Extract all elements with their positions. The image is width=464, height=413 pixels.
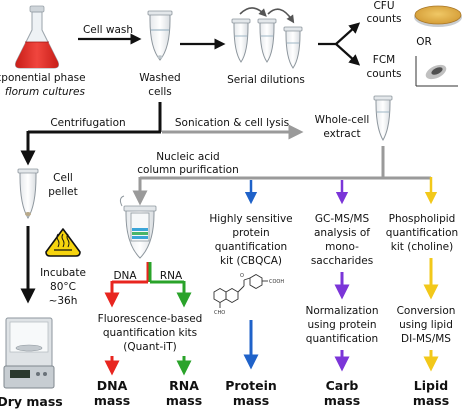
- washed-cells-tube-icon: [147, 10, 173, 61]
- protein-mass-output-line2: mass: [233, 393, 269, 408]
- protein-kit-label-line4: kit (CBQCA): [220, 255, 282, 267]
- pellet-label-line1: Cell: [53, 172, 73, 184]
- incubate-label-line2: 80°C: [50, 281, 76, 293]
- centrifugation-label: Centrifugation: [50, 117, 125, 129]
- gcms-label-line2: analysis of: [314, 227, 370, 239]
- cbqca-cooh-label: COOH: [269, 279, 284, 285]
- rna-mass-output-line1: RNA: [169, 378, 199, 393]
- dna-mass-output-line2: mass: [94, 393, 130, 408]
- fluor-label-line1: Fluorescence-based: [98, 313, 203, 325]
- fcm-scatter-plot-icon: [415, 56, 458, 87]
- dna-split-label: DNA: [113, 270, 137, 282]
- fcm-label-line1: FCM: [373, 54, 395, 66]
- carb-mass-output-line2: mass: [324, 393, 360, 408]
- cfu-label-line1: CFU: [373, 0, 394, 12]
- fluor-label-line3: (Quant-iT): [123, 341, 176, 353]
- cell-wash-label: Cell wash: [83, 24, 133, 36]
- norm-label-line3: quantification: [306, 333, 378, 345]
- washed-cells-label-line2: cells: [148, 86, 172, 98]
- extract-label-line2: extract: [323, 128, 360, 140]
- sonication-label: Sonication & cell lysis: [175, 117, 289, 129]
- or-label: OR: [416, 36, 432, 48]
- dna-mass-output-line1: DNA: [97, 378, 128, 393]
- carb-mass-output-line1: Carb: [326, 378, 359, 393]
- conv-label-line3: DI-MS/MS: [401, 333, 451, 345]
- conv-label-line2: using lipid: [399, 319, 453, 331]
- cbqca-structure-icon: [213, 273, 268, 308]
- distribution-grey-bar: [132, 146, 431, 206]
- lipid-mass-output-line2: mass: [413, 393, 449, 408]
- gcms-label-line4: saccharides: [311, 255, 373, 267]
- flask-icon: [15, 5, 59, 69]
- rna-split-label: RNA: [160, 270, 183, 282]
- protein-kit-label-line1: Highly sensitive: [209, 213, 292, 225]
- incubate-label-line3: ~36h: [49, 295, 78, 307]
- extract-tube-icon: [373, 95, 393, 141]
- fcm-label-line2: counts: [366, 68, 401, 80]
- cbqca-cho-label: CHO: [214, 310, 225, 316]
- centrifugation-arrow: [20, 102, 162, 166]
- incubate-label-line1: Incubate: [40, 267, 86, 279]
- culture-label-line1: Exponential phase: [0, 72, 86, 84]
- serial-dilution-tubes-icon: [231, 7, 303, 69]
- conv-label-line1: Conversion: [397, 305, 456, 317]
- cell-pellet-tube-icon: [17, 168, 39, 219]
- pellet-label-line2: pellet: [48, 186, 78, 198]
- spin-column-icon: [119, 195, 157, 259]
- phospho-label-line1: Phospholipid: [389, 213, 456, 225]
- nucleic-label-line1: Nucleic acid: [156, 151, 219, 163]
- cfu-label-line2: counts: [366, 13, 401, 25]
- protein-kit-label-line3: quantification: [215, 241, 287, 253]
- lipid-mass-output-line1: Lipid: [414, 378, 448, 393]
- protein-mass-output-line1: Protein: [225, 378, 277, 393]
- gcms-label-line3: mono-: [325, 241, 359, 253]
- petri-dish-icon: [414, 5, 462, 27]
- phospho-label-line2: quantification: [386, 227, 458, 239]
- washed-cells-label-line1: Washed: [139, 72, 180, 84]
- counts-fork-arrows: [318, 22, 361, 66]
- serial-dilutions-label: Serial dilutions: [227, 74, 305, 86]
- rna-mass-output-line2: mass: [166, 393, 202, 408]
- dry-mass-output: Dry mass: [0, 394, 63, 409]
- hot-surface-warning-icon: [45, 228, 81, 257]
- fluor-label-line2: quantification kits: [103, 327, 197, 339]
- phospho-label-line3: kit (choline): [391, 241, 453, 253]
- protein-kit-label-line2: protein: [232, 227, 269, 239]
- nucleic-label-line2: column purification: [137, 164, 238, 176]
- cbqca-o-label: O: [240, 273, 244, 279]
- norm-label-line2: using protein: [307, 319, 376, 331]
- extract-label-line1: Whole-cell: [315, 114, 370, 126]
- gcms-label-line1: GC-MS/MS: [315, 213, 370, 225]
- dna-rna-split-arrows: [104, 262, 192, 308]
- culture-label-line2: M. florum cultures: [0, 86, 85, 98]
- analytical-balance-icon: [3, 317, 55, 389]
- norm-label-line1: Normalization: [306, 305, 379, 317]
